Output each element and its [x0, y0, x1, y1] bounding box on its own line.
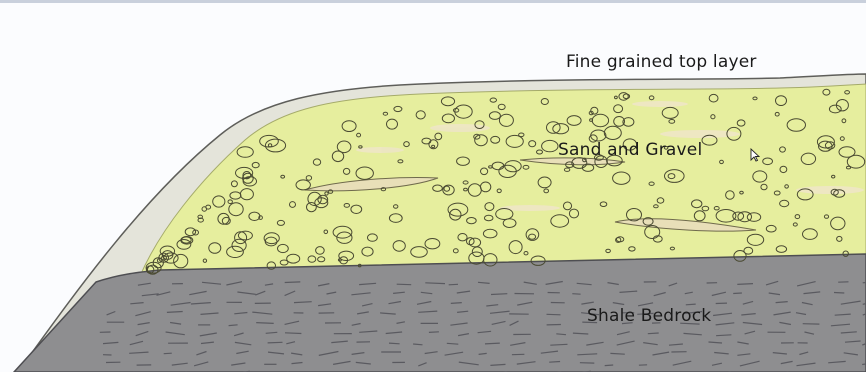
bedding-dash: [413, 344, 422, 345]
bedding-dash: [834, 293, 844, 294]
shale-bedrock-layer: [14, 254, 866, 372]
lens: [356, 147, 404, 153]
fine-grained-top-layer-label: Fine grained top layer: [566, 52, 757, 72]
bedding-dash: [485, 343, 500, 344]
bedding-dash: [733, 293, 742, 294]
bedding-dash: [285, 333, 301, 334]
bedding-dash: [648, 333, 659, 334]
bedding-dash: [737, 284, 753, 285]
bedding-dash: [256, 323, 274, 324]
bedding-dash: [164, 353, 172, 354]
bedding-dash: [610, 353, 624, 354]
shale-bedrock-label: Shale Bedrock: [587, 306, 711, 326]
bedding-dash: [449, 284, 458, 285]
bedding-dash: [605, 365, 614, 366]
bedding-dash: [389, 343, 400, 344]
bedding-dash: [429, 332, 439, 333]
bedding-dash: [572, 294, 580, 295]
sand-and-gravel-label: Sand and Gravel: [558, 140, 702, 160]
bedding-dash: [425, 283, 445, 284]
bedding-dash: [451, 303, 462, 304]
sand-and-gravel-layer: [140, 84, 866, 276]
bedding-dash: [491, 294, 507, 295]
bedding-dash: [397, 284, 412, 285]
mouse-pointer-icon: [750, 148, 760, 162]
bedding-dash: [229, 325, 238, 326]
bedding-dash: [549, 362, 560, 363]
bedding-dash: [268, 342, 283, 343]
lens: [632, 101, 688, 107]
lens: [500, 205, 560, 211]
bedding-dash: [285, 282, 301, 283]
lens: [796, 186, 864, 194]
bedding-dash: [547, 314, 561, 315]
bedding-dash: [686, 304, 696, 305]
top-frame-line: [0, 0, 866, 3]
